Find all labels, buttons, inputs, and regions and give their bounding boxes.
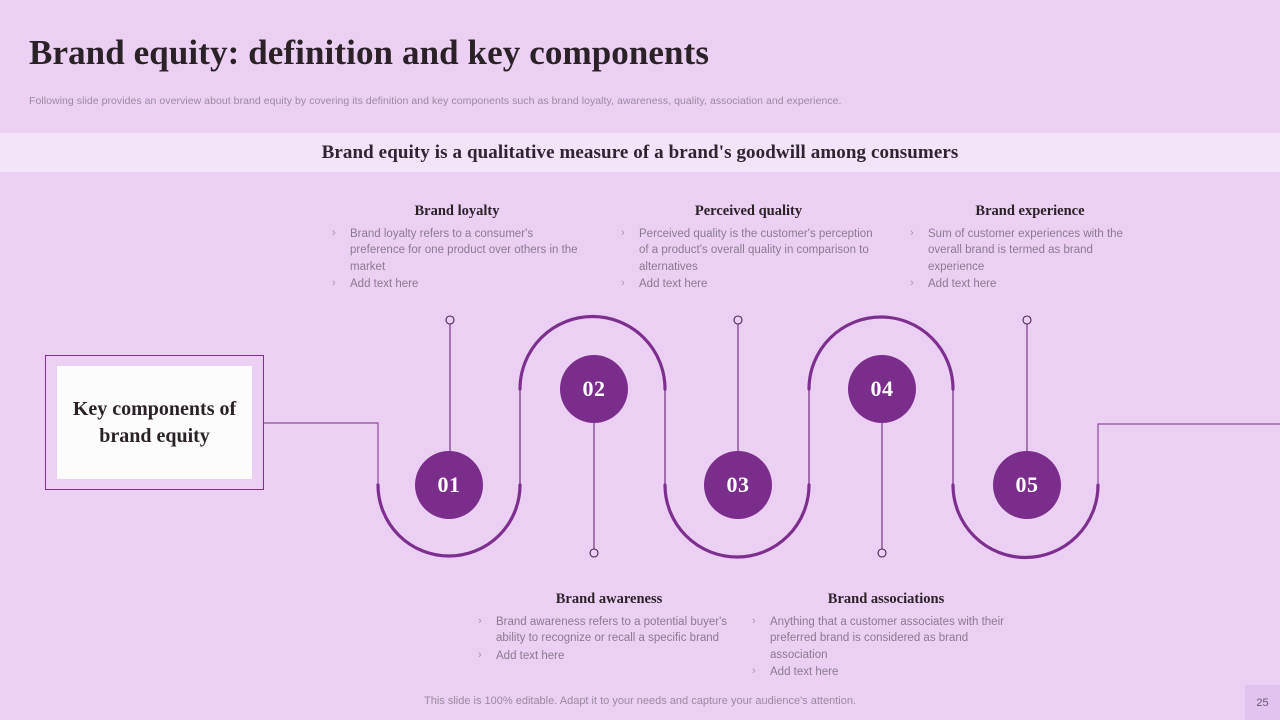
node-circle-04[interactable]: 04	[848, 355, 916, 423]
bullet-item: › Anything that a customer associates wi…	[752, 614, 1020, 663]
page-number: 25	[1256, 696, 1269, 709]
key-components-label: Key components of brand equity	[72, 398, 237, 447]
bullet-list-brand-loyalty: › Brand loyalty refers to a consumer's p…	[332, 226, 582, 292]
chevron-right-icon: ›	[332, 276, 336, 289]
bullet-list-brand-awareness: › Brand awareness refers to a potential …	[478, 614, 740, 664]
chevron-right-icon: ›	[478, 648, 482, 661]
block-title-brand-experience: Brand experience	[975, 203, 1085, 219]
chevron-right-icon: ›	[752, 615, 756, 627]
node-circle-05[interactable]: 05	[993, 451, 1061, 519]
node-number-01: 01	[437, 472, 461, 497]
bullet-item: › Add text here	[752, 664, 1020, 680]
bullet-text: Sum of customer experiences with the ove…	[928, 228, 1123, 273]
bullet-item: › Brand awareness refers to a potential …	[478, 614, 740, 647]
chevron-right-icon: ›	[752, 664, 756, 677]
node-circle-03[interactable]: 03	[704, 451, 772, 519]
content-block-brand-associations: Brand associations › Anything that a cus…	[752, 591, 1020, 681]
content-block-brand-loyalty: Brand loyalty › Brand loyalty refers to …	[332, 203, 582, 293]
content-block-perceived-quality: Perceived quality › Perceived quality is…	[621, 203, 876, 293]
page-number-badge: 25	[1245, 685, 1280, 720]
node-circle-01[interactable]: 01	[415, 451, 483, 519]
content-block-brand-experience: Brand experience › Sum of customer exper…	[910, 203, 1150, 293]
bullet-text: Add text here	[496, 649, 565, 662]
bullet-text: Perceived quality is the customer's perc…	[639, 228, 873, 273]
node-number-03: 03	[726, 472, 750, 497]
bullet-text: Add text here	[639, 277, 708, 290]
page-title: Brand equity: definition and key compone…	[29, 33, 710, 72]
bullet-list-brand-associations: › Anything that a customer associates wi…	[752, 614, 1020, 680]
bullet-item: › Perceived quality is the customer's pe…	[621, 226, 876, 275]
block-title-brand-awareness: Brand awareness	[555, 591, 663, 607]
slide-footer: This slide is 100% editable. Adapt it to…	[0, 685, 1280, 720]
bullet-item: › Brand loyalty refers to a consumer's p…	[332, 226, 582, 275]
banner-band: Brand equity is a qualitative measure of…	[0, 133, 1280, 172]
bullet-item: › Add text here	[621, 276, 876, 292]
block-title-brand-associations: Brand associations	[827, 591, 945, 607]
key-components-box[interactable]: Key components of brand equity	[57, 366, 252, 479]
bullet-list-brand-experience: › Sum of customer experiences with the o…	[910, 226, 1150, 292]
bullet-item: › Add text here	[478, 648, 740, 664]
bullet-item: › Add text here	[332, 276, 582, 292]
bullet-item: › Add text here	[910, 276, 1150, 292]
block-title-brand-loyalty: Brand loyalty	[414, 203, 500, 219]
node-number-05: 05	[1015, 472, 1039, 497]
bullet-text: Add text here	[770, 665, 839, 678]
node-number-04: 04	[870, 376, 894, 401]
slide-header: Brand equity: definition and key compone…	[0, 0, 1280, 133]
key-components-box-frame	[45, 355, 264, 490]
bullet-item: › Sum of customer experiences with the o…	[910, 226, 1150, 275]
chevron-right-icon: ›	[621, 276, 625, 289]
chevron-right-icon: ›	[910, 276, 914, 289]
page-subtitle: Following slide provides an overview abo…	[29, 95, 842, 107]
chevron-right-icon: ›	[910, 227, 914, 239]
block-title-perceived-quality: Perceived quality	[694, 203, 803, 219]
chevron-right-icon: ›	[621, 227, 625, 239]
bullet-text: Add text here	[928, 277, 997, 290]
bullet-text: Add text here	[350, 277, 419, 290]
content-block-brand-awareness: Brand awareness › Brand awareness refers…	[478, 591, 740, 665]
bullet-list-perceived-quality: › Perceived quality is the customer's pe…	[621, 226, 876, 292]
node-number-02: 02	[582, 376, 606, 401]
bullet-text: Brand awareness refers to a potential bu…	[496, 616, 728, 645]
chevron-right-icon: ›	[478, 615, 482, 627]
node-circle-02[interactable]: 02	[560, 355, 628, 423]
bullet-text: Brand loyalty refers to a consumer's pre…	[350, 228, 578, 273]
banner-text: Brand equity is a qualitative measure of…	[321, 141, 959, 163]
chevron-right-icon: ›	[332, 227, 336, 239]
footer-note: This slide is 100% editable. Adapt it to…	[424, 695, 856, 707]
bullet-text: Anything that a customer associates with…	[770, 616, 1004, 661]
